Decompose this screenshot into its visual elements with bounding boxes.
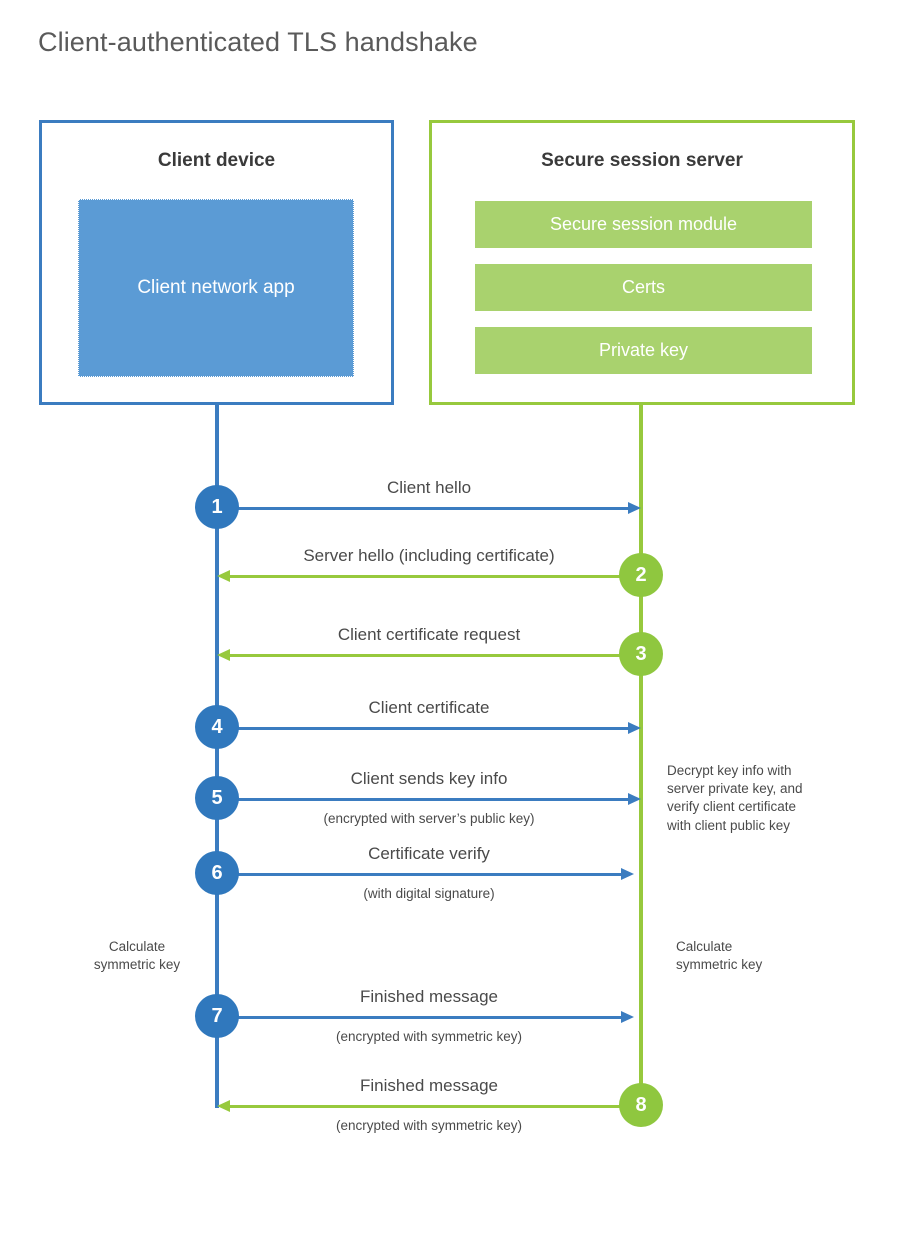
message-label: Certificate verify: [368, 844, 490, 863]
message-sublabel: (encrypted with symmetric key): [335, 1029, 523, 1044]
secure-session-server-title: Secure session server: [541, 150, 743, 171]
message-line: [217, 507, 628, 510]
message-label: Client sends key info: [350, 769, 508, 788]
arrow-head-right-icon: [621, 868, 634, 880]
server-component-label: Certs: [621, 277, 665, 297]
message-line: [217, 798, 628, 801]
annotation-line: verify client certificate: [667, 799, 797, 815]
step-number: 1: [211, 495, 223, 518]
page-title: Client-authenticated TLS handshake: [38, 27, 478, 57]
message-sublabel: (with digital signature): [363, 886, 495, 901]
secure-session-server-box: Secure session server Secure session mod…: [429, 120, 855, 405]
arrow-head-right-icon: [621, 1011, 634, 1023]
arrow-head-right-icon: [628, 502, 641, 514]
client-lifeline: [215, 404, 219, 1108]
step-number: 7: [211, 1004, 223, 1027]
message-label: Client certificate request: [337, 625, 521, 644]
annotation-line: server private key, and: [667, 781, 803, 797]
annotation-line: symmetric key: [93, 957, 181, 973]
server-component-label: Private key: [598, 340, 689, 360]
arrow-head-left-icon: [217, 1100, 230, 1112]
client-network-app-block: Client network app: [78, 199, 354, 377]
message-label: Server hello (including certificate): [303, 546, 555, 565]
step-circle-4: 4: [195, 705, 239, 749]
annotation-line: with client public key: [667, 817, 791, 833]
server-component-certs: Certs: [475, 264, 812, 311]
arrow-head-left-icon: [217, 570, 230, 582]
message-line: [217, 1016, 621, 1019]
message-line: [230, 575, 641, 578]
client-network-app-label: Client network app: [137, 277, 295, 299]
client-device-box: Client device Client network app: [39, 120, 394, 405]
message-label: Finished message: [360, 1076, 498, 1095]
message-sublabel: (encrypted with server’s public key): [323, 811, 535, 826]
server-component-secure-session-module: Secure session module: [475, 201, 812, 248]
annotation-line: symmetric key: [676, 957, 763, 973]
step-circle-3: 3: [619, 632, 663, 676]
step-number: 2: [635, 563, 647, 586]
message-line: [230, 654, 641, 657]
step-number: 6: [211, 861, 223, 884]
step-number: 3: [635, 642, 647, 665]
step-circle-7: 7: [195, 994, 239, 1038]
arrow-head-right-icon: [628, 793, 641, 805]
annotation-line: Calculate: [108, 939, 166, 954]
server-calculate-symmetric-key-annotation: Calculate symmetric key: [676, 938, 816, 974]
step-circle-1: 1: [195, 485, 239, 529]
client-calculate-symmetric-key-annotation: Calculate symmetric key: [77, 938, 197, 974]
message-label: Client certificate: [368, 698, 490, 717]
server-lifeline: [639, 404, 643, 1108]
annotation-line: Decrypt key info with: [667, 763, 792, 778]
client-device-title: Client device: [157, 150, 276, 171]
step-circle-2: 2: [619, 553, 663, 597]
step-number: 8: [635, 1093, 647, 1116]
message-label: Finished message: [360, 987, 498, 1006]
message-line: [230, 1105, 641, 1108]
arrow-head-right-icon: [628, 722, 641, 734]
step-circle-6: 6: [195, 851, 239, 895]
step-number: 4: [211, 715, 223, 738]
arrow-head-left-icon: [217, 649, 230, 661]
message-sublabel: (encrypted with symmetric key): [335, 1118, 523, 1133]
message-line: [217, 727, 628, 730]
annotation-line: Calculate: [676, 939, 733, 954]
message-label: Client hello: [386, 478, 472, 497]
server-component-label: Secure session module: [549, 214, 738, 234]
step-number: 5: [211, 786, 223, 809]
step-circle-5: 5: [195, 776, 239, 820]
message-line: [217, 873, 621, 876]
step-circle-8: 8: [619, 1083, 663, 1127]
server-decrypt-annotation: Decrypt key info with server private key…: [667, 762, 847, 835]
server-component-private-key: Private key: [475, 327, 812, 374]
